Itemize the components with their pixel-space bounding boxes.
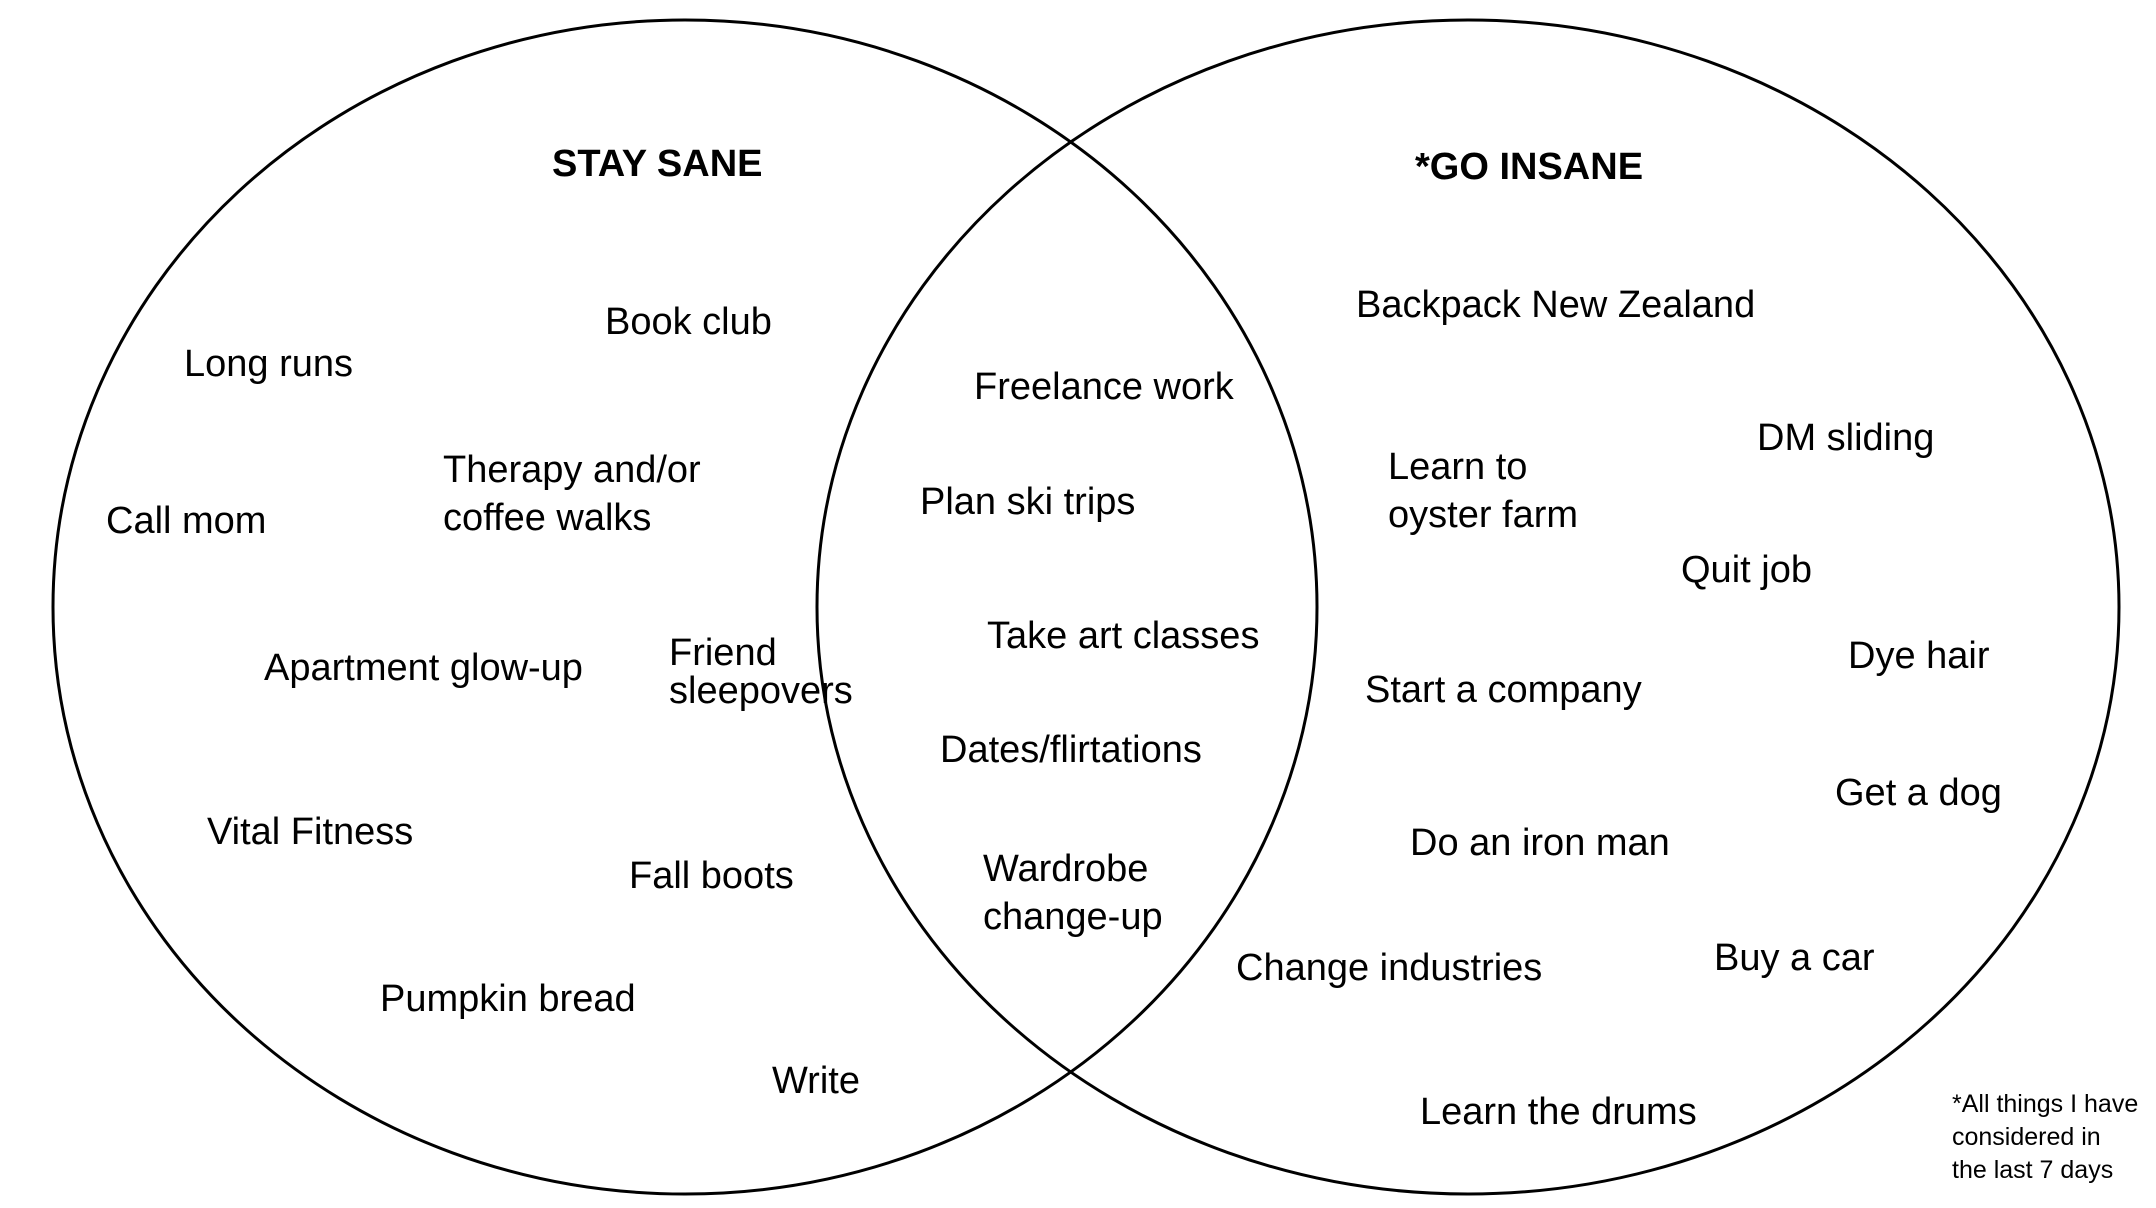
item-friend-line2: sleepovers bbox=[669, 670, 853, 712]
item-book-club: Book club bbox=[605, 301, 772, 343]
item-pumpkin-bread: Pumpkin bread bbox=[380, 978, 636, 1020]
item-therapy-line2: coffee walks bbox=[443, 497, 652, 539]
item-start-a-company: Start a company bbox=[1365, 669, 1642, 711]
item-take-art-classes: Take art classes bbox=[987, 615, 1260, 657]
item-do-an-iron-man: Do an iron man bbox=[1410, 822, 1670, 864]
item-dye-hair: Dye hair bbox=[1848, 635, 1990, 677]
footnote: *All things I have considered in the las… bbox=[1952, 1088, 2138, 1187]
go-insane-title: *GO INSANE bbox=[1415, 146, 1644, 188]
item-apartment-glow-up: Apartment glow-up bbox=[264, 647, 583, 689]
item-vital-fitness: Vital Fitness bbox=[207, 811, 414, 853]
item-freelance-work: Freelance work bbox=[974, 366, 1234, 408]
item-quit-job: Quit job bbox=[1681, 549, 1812, 591]
item-call-mom: Call mom bbox=[106, 500, 267, 542]
item-wardrobe-line1: Wardrobe bbox=[983, 848, 1149, 890]
item-therapy: Therapy and/or coffee walks bbox=[443, 446, 701, 542]
item-backpack-new-zealand: Backpack New Zealand bbox=[1356, 284, 1756, 326]
item-get-a-dog: Get a dog bbox=[1835, 772, 2002, 814]
item-long-runs: Long runs bbox=[184, 343, 354, 385]
item-oyster-line2: oyster farm bbox=[1388, 494, 1579, 536]
footnote-line3: the last 7 days bbox=[1952, 1156, 2114, 1184]
footnote-line2: considered in bbox=[1952, 1123, 2101, 1151]
item-therapy-line1: Therapy and/or bbox=[443, 449, 701, 491]
item-oyster-line1: Learn to bbox=[1388, 446, 1528, 488]
item-fall-boots: Fall boots bbox=[629, 855, 794, 897]
item-change-industries: Change industries bbox=[1236, 947, 1543, 989]
item-write: Write bbox=[772, 1060, 860, 1102]
item-friend-line1: Friend bbox=[669, 632, 777, 674]
go-insane-circle bbox=[815, 18, 2121, 1196]
stay-sane-title: STAY SANE bbox=[552, 143, 763, 185]
item-dm-sliding: DM sliding bbox=[1757, 417, 1935, 459]
item-dates-flirtations: Dates/flirtations bbox=[940, 729, 1202, 771]
item-learn-the-drums: Learn the drums bbox=[1420, 1091, 1697, 1133]
item-friend-sleepovers: Friend sleepovers bbox=[669, 634, 853, 710]
item-plan-ski-trips: Plan ski trips bbox=[920, 481, 1136, 523]
item-oyster-farm: Learn to oyster farm bbox=[1388, 443, 1578, 539]
item-wardrobe-change-up: Wardrobe change-up bbox=[983, 845, 1163, 941]
item-wardrobe-line2: change-up bbox=[983, 896, 1163, 938]
footnote-line1: *All things I have bbox=[1952, 1090, 2139, 1118]
stay-sane-circle bbox=[51, 18, 1319, 1196]
item-buy-a-car: Buy a car bbox=[1714, 937, 1875, 979]
